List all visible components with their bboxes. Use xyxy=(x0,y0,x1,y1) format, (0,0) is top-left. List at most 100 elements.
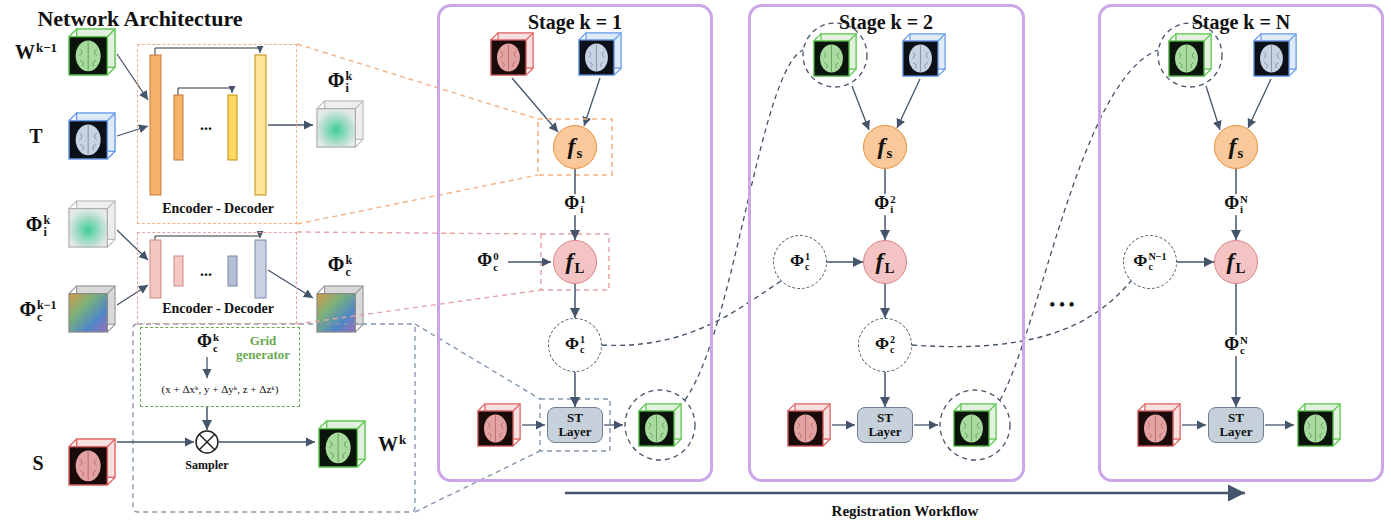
index-stack: ik xyxy=(345,71,352,95)
subscript: c xyxy=(580,345,585,355)
image-link xyxy=(685,50,803,400)
index-stack: ik xyxy=(43,215,50,239)
connector xyxy=(884,372,886,407)
subscript: L xyxy=(885,260,895,276)
superscript: k xyxy=(213,332,219,343)
flow-field-cube xyxy=(317,101,363,147)
warped-image-cube xyxy=(954,404,996,446)
math-base: f xyxy=(876,248,884,274)
superscript: 1 xyxy=(580,194,585,205)
node-text: Φc1 xyxy=(790,252,810,272)
node-text: fs xyxy=(878,133,893,162)
node-text: (x + Δxᵏ, y + Δyᵏ, z + Δzᵏ) xyxy=(162,383,279,395)
node-text: Stage k = 2 xyxy=(839,11,933,33)
superscript: N xyxy=(1240,335,1248,346)
node-text: fs xyxy=(568,133,583,162)
edge-label: ΦcN xyxy=(1222,335,1250,357)
input-arrow xyxy=(852,86,869,130)
math-base: Φ xyxy=(19,298,36,320)
image-arrow xyxy=(1182,424,1206,425)
node-text: Sampler xyxy=(185,459,228,472)
network-fl: fL xyxy=(1214,240,1258,284)
math-base: f xyxy=(878,133,886,159)
stage-panel: Stage k = NfsΦcN−1fLST Layer xyxy=(1098,4,1384,482)
warped-image-cube xyxy=(639,404,681,446)
figure-label: Φck−1 xyxy=(19,298,56,323)
node-text: ST Layer xyxy=(550,411,600,438)
network-fs: fs xyxy=(1214,125,1258,169)
dashed-circle xyxy=(625,390,695,460)
sampler-symbol xyxy=(199,434,215,450)
math-base: f xyxy=(568,133,576,159)
warped-image-cube xyxy=(319,421,365,467)
index-stack: c2 xyxy=(890,335,895,355)
math-base: Φ xyxy=(328,69,345,91)
workflow-arrow xyxy=(565,492,1245,495)
encoder-layer xyxy=(174,256,183,286)
index-stack: c1 xyxy=(805,252,810,272)
figure-label: Φik xyxy=(26,213,50,238)
network-fs: fs xyxy=(863,125,907,169)
node-text: Encoder - Decoder xyxy=(162,301,274,316)
stage-panel: Stage k = 1fsfLΦc1ST Layer xyxy=(437,4,713,482)
subscript: s xyxy=(577,145,583,161)
figure-label: T xyxy=(29,125,42,147)
sampler-output xyxy=(218,441,315,442)
decoder-layer xyxy=(255,240,266,298)
superscript: 2 xyxy=(890,335,895,345)
subscript: c xyxy=(805,262,810,272)
subscript: L xyxy=(575,260,585,276)
flow-circle: Φc2 xyxy=(858,318,912,372)
connector xyxy=(602,281,781,345)
stage-panel: Stage k = 2fsΦc1fLΦc2ST Layer xyxy=(748,4,1025,482)
flow-circle: ΦcN−1 xyxy=(1123,235,1177,289)
math-base: W xyxy=(378,433,398,455)
subscript: i xyxy=(345,83,352,95)
highlight-box xyxy=(541,234,609,290)
superscript: 1 xyxy=(580,335,585,345)
subscript: c xyxy=(493,262,498,273)
input-arrow xyxy=(117,285,148,305)
highlight-box xyxy=(540,399,610,451)
math-base: W xyxy=(15,41,35,63)
node-text: Φc2 xyxy=(875,335,895,355)
superscript: N xyxy=(1240,194,1248,205)
warped-image-cube xyxy=(1298,404,1340,446)
figure-title: Network Architecture xyxy=(37,7,242,31)
source-image-cube xyxy=(491,33,533,75)
index-stack: c0 xyxy=(493,251,498,273)
connector xyxy=(574,372,576,407)
figure-label: • • • xyxy=(1050,296,1075,314)
figure-label: Φck xyxy=(328,253,352,278)
sampler-symbol xyxy=(196,431,218,453)
index-stack: i2 xyxy=(890,194,895,216)
encoder-decoder-box: ...Encoder - Decoder xyxy=(137,232,297,324)
source-image-cube xyxy=(478,404,520,446)
subscript: c xyxy=(345,267,352,279)
decoder-layer xyxy=(228,256,237,286)
node-text: fs xyxy=(1229,133,1244,162)
image-arrow xyxy=(832,424,855,425)
superscript: 2 xyxy=(890,194,895,205)
superscript: k xyxy=(345,255,352,267)
index-stack: c1 xyxy=(580,335,585,355)
output-arrow xyxy=(268,270,313,298)
input-arrow xyxy=(117,230,148,260)
edge-label: Φi2 xyxy=(872,194,897,216)
flow-circle: Φc1 xyxy=(773,235,827,289)
image-arrow xyxy=(1265,424,1294,425)
zoom-line xyxy=(415,324,540,399)
warped-image-cube xyxy=(69,29,115,75)
network-fs: fs xyxy=(553,125,597,169)
encoder-decoder-box: ...Encoder - Decoder xyxy=(137,44,297,224)
subscript: c xyxy=(1240,346,1248,357)
input-arrow xyxy=(1248,79,1271,128)
network-fl: fL xyxy=(553,240,597,284)
subscript: L xyxy=(1236,260,1246,276)
math-base: f xyxy=(1229,133,1237,159)
input-arrow xyxy=(897,79,920,128)
st-layer-box: ST Layer xyxy=(547,407,603,443)
subscript: i xyxy=(580,205,585,216)
superscript: k xyxy=(345,71,352,83)
superscript: k−1 xyxy=(36,40,57,55)
